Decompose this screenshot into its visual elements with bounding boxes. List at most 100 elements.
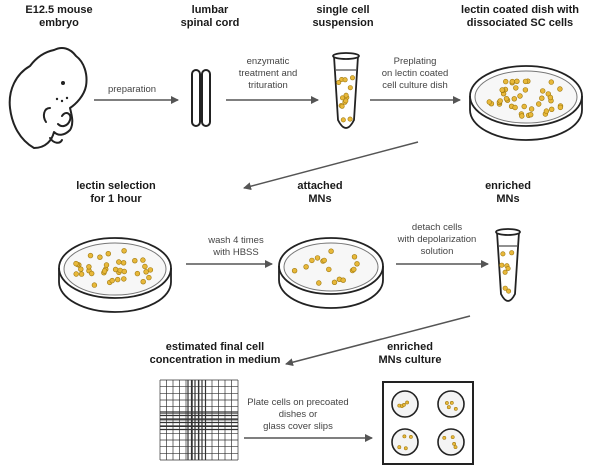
title-culture: enriched MNs culture — [360, 341, 460, 367]
cell-dot — [453, 406, 458, 411]
title-concentration-line2: concentration in medium — [149, 354, 281, 366]
cell-dot — [402, 434, 407, 439]
title-embryo-line1: E12.5 mouse — [25, 4, 93, 16]
title-attached-line1: attached — [297, 180, 343, 192]
cell-dot — [87, 252, 94, 259]
cell-dot — [502, 285, 508, 291]
cell-dot — [486, 99, 492, 105]
cell-dot — [347, 85, 353, 91]
title-embryo-line2: embryo — [39, 17, 79, 29]
cell-dot — [442, 435, 447, 440]
cell-dot — [73, 260, 79, 267]
cell-dot — [539, 88, 546, 94]
step-enzymatic-line3: trituration — [248, 80, 288, 91]
cell-dot — [499, 87, 505, 93]
title-concentration: estimated final cell concentration in me… — [140, 341, 290, 367]
cell-dot — [503, 78, 509, 85]
cell-dot — [331, 279, 338, 285]
dish-selection-icon — [58, 237, 172, 313]
cell-dot — [517, 93, 523, 99]
well-plate-icon — [382, 381, 474, 465]
cell-dot — [535, 101, 542, 107]
cell-dot — [453, 445, 458, 450]
dish-lectin-icon — [469, 65, 583, 141]
counting-grid-icon — [159, 379, 239, 461]
cell-dot — [509, 250, 515, 256]
step-plate: Plate cells on precoated dishes or glass… — [238, 397, 358, 433]
cell-dot — [343, 98, 349, 104]
cell-dot — [328, 248, 334, 254]
cell-dot — [512, 104, 518, 111]
title-spinal-cord: lumbar spinal cord — [170, 4, 250, 30]
cell-dot — [351, 254, 358, 260]
cell-dot — [347, 116, 353, 122]
title-embryo: E12.5 mouse embryo — [14, 4, 104, 30]
title-culture-line2: MNs culture — [378, 354, 442, 366]
cell-dot — [103, 262, 110, 268]
cell-dot — [557, 104, 564, 111]
cell-dot — [521, 103, 527, 110]
cell-dot — [112, 266, 119, 273]
title-enriched-line2: MNs — [496, 193, 520, 205]
cell-dot — [101, 268, 108, 274]
cell-dot — [339, 103, 345, 109]
cell-dot — [114, 276, 121, 283]
cell-dot — [140, 279, 146, 285]
spinal-cord-icon — [191, 69, 211, 127]
cell-dot — [309, 257, 315, 264]
cell-dot — [452, 441, 457, 446]
step-preparation-line1: preparation — [107, 84, 157, 95]
cell-dot — [401, 402, 406, 407]
cell-dot — [121, 268, 128, 275]
cell-dot — [446, 405, 451, 410]
step-plate-line3: glass cover slips — [263, 421, 333, 432]
cell-dot — [97, 254, 103, 260]
title-spinal-cord-line2: spinal cord — [180, 17, 240, 29]
cell-dot — [91, 282, 98, 288]
arrow-diagonal-2 — [285, 315, 471, 367]
cell-dot — [134, 270, 141, 277]
cell-dot — [548, 79, 554, 85]
cell-dot — [522, 87, 529, 93]
cell-dot — [528, 106, 535, 112]
cell-dot — [340, 277, 346, 283]
cell-dot — [408, 434, 413, 439]
cell-dot — [116, 259, 122, 265]
cell-dot — [121, 276, 127, 282]
cell-dot — [121, 248, 127, 254]
cell-dot — [78, 271, 85, 277]
cell-dot — [146, 274, 152, 281]
cell-dot — [340, 117, 346, 123]
step-plate-line1: Plate cells on precoated — [247, 397, 349, 408]
cell-dot — [449, 400, 454, 405]
step-preplating-line2: on lectin coated — [381, 68, 449, 79]
title-suspension: single cell suspension — [303, 4, 383, 30]
cell-dot — [326, 266, 332, 273]
step-preplating: Preplating on lectin coated cell culture… — [370, 56, 460, 92]
cell-dot — [543, 108, 550, 114]
cell-dot — [354, 261, 360, 267]
title-lectin-dish: lectin coated dish with dissociated SC c… — [450, 4, 590, 30]
cell-dot — [539, 95, 545, 101]
title-concentration-line1: estimated final cell — [165, 341, 265, 353]
step-wash-line1: wash 4 times — [208, 235, 264, 246]
cell-dot — [73, 271, 79, 277]
cell-dot — [339, 95, 345, 101]
cell-dot — [86, 264, 92, 270]
cell-dot — [349, 75, 355, 81]
cell-dot — [88, 270, 95, 277]
cell-dot — [513, 85, 519, 91]
cell-dot — [403, 446, 408, 451]
step-detach-line2: with depolarization — [397, 234, 477, 245]
cell-dot — [78, 266, 84, 272]
step-enzymatic-line2: treatment and — [238, 68, 298, 79]
cell-dot — [500, 251, 506, 257]
step-detach-line3: solution — [420, 246, 454, 257]
cell-dot — [109, 277, 115, 284]
step-detach-line1: detach cells — [411, 222, 463, 233]
cell-dot — [509, 78, 515, 85]
title-spinal-cord-line1: lumbar — [191, 4, 229, 16]
cell-dot — [321, 257, 327, 264]
title-culture-line1: enriched — [387, 341, 433, 353]
cell-dot — [499, 262, 505, 268]
